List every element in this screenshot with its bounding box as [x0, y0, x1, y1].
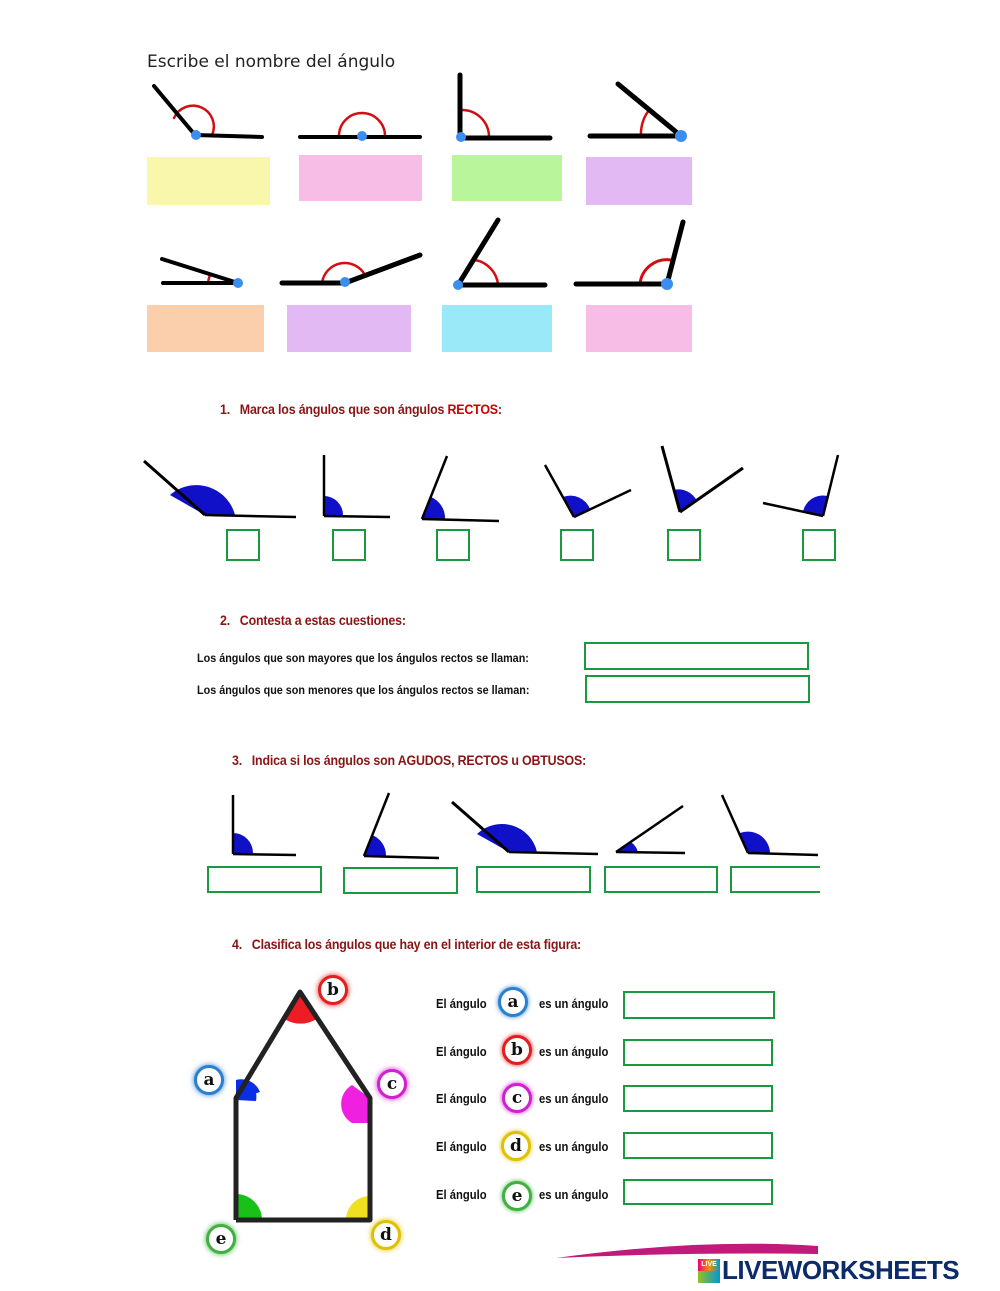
- section4-text: Clasifica los ángulos que hay en el inte…: [251, 937, 582, 952]
- row-c-answer[interactable]: [623, 1085, 773, 1112]
- section1-colon: :: [497, 402, 502, 417]
- row-a-letter: a: [498, 987, 528, 1017]
- angle-type-answer-3[interactable]: [476, 866, 591, 893]
- top-angle-8: [573, 219, 686, 290]
- angle-type-answer-4[interactable]: [604, 866, 718, 893]
- row-e-suffix: es un ángulo: [539, 1188, 609, 1202]
- row-d-letter: d: [501, 1131, 531, 1161]
- section1-text: Marca los ángulos que son ángulos: [239, 402, 448, 417]
- figure-label-b: b: [318, 975, 348, 1005]
- section4-heading: 4. Clasifica los ángulos que hay en el i…: [232, 937, 581, 952]
- right-angle-checkbox-4[interactable]: [560, 529, 594, 561]
- s3-angle-1: [231, 795, 297, 857]
- top-angle-4: [587, 81, 687, 142]
- answer-box-4[interactable]: [586, 157, 692, 205]
- s1-angle-6: [762, 454, 840, 518]
- row-c-prefix: El ángulo: [436, 1092, 487, 1106]
- figure-label-a: a: [194, 1065, 224, 1095]
- top-angle-1: [152, 84, 264, 140]
- row-c-letter: c: [502, 1083, 532, 1113]
- section2-number: 2.: [220, 613, 230, 628]
- house-figure: [233, 989, 373, 1223]
- liveworksheets-logo: LIVEWORKSHEETS: [722, 1255, 960, 1285]
- worksheet-title: Escribe el nombre del ángulo: [147, 52, 396, 72]
- section3-number: 3.: [232, 753, 242, 768]
- section2-text: Contesta a estas cuestiones:: [239, 613, 406, 628]
- row-e-answer[interactable]: [623, 1179, 773, 1205]
- right-angle-checkbox-5[interactable]: [667, 529, 701, 561]
- question-1: Los ángulos que son mayores que los ángu…: [197, 651, 529, 665]
- row-b-letter: b: [502, 1035, 532, 1065]
- answer-box-1[interactable]: [147, 157, 270, 205]
- answer-box-6[interactable]: [287, 305, 411, 352]
- logo-badge-text: LIVE: [698, 1259, 720, 1271]
- section4-number: 4.: [232, 937, 242, 952]
- s3-angle-2: [362, 792, 440, 860]
- angle-type-answer-2[interactable]: [343, 867, 458, 894]
- right-angle-checkbox-1[interactable]: [226, 529, 260, 561]
- section1-heading: 1. Marca los ángulos que son ángulos REC…: [220, 402, 502, 417]
- row-e-letter: e: [502, 1181, 532, 1211]
- right-angle-checkbox-6[interactable]: [802, 529, 836, 561]
- answer-box-3[interactable]: [452, 155, 562, 201]
- question-1-answer[interactable]: [584, 642, 809, 670]
- logo-badge: LIVE: [698, 1259, 720, 1283]
- row-e-prefix: El ángulo: [436, 1188, 487, 1202]
- row-a-suffix: es un ángulo: [539, 997, 609, 1011]
- logo-swoosh: [556, 1243, 818, 1258]
- s3-angle-5: [720, 794, 819, 857]
- row-b-prefix: El ángulo: [436, 1045, 487, 1059]
- section3-text: Indica si los ángulos son AGUDOS, RECTOS…: [251, 753, 587, 768]
- section3-heading: 3. Indica si los ángulos son AGUDOS, REC…: [232, 753, 586, 768]
- s3-angle-3: [451, 800, 599, 856]
- row-d-answer[interactable]: [623, 1132, 773, 1159]
- angle-type-answer-1[interactable]: [207, 866, 322, 893]
- question-2-answer[interactable]: [585, 675, 810, 703]
- answer-box-5[interactable]: [147, 305, 264, 352]
- section1-highlight: RECTOS: [447, 402, 498, 417]
- answer-box-2[interactable]: [299, 155, 422, 201]
- section2-heading: 2. Contesta a estas cuestiones:: [220, 613, 406, 628]
- row-b-answer[interactable]: [623, 1039, 773, 1066]
- right-angle-checkbox-2[interactable]: [332, 529, 366, 561]
- top-angle-6: [279, 252, 423, 287]
- figure-label-d: d: [371, 1220, 401, 1250]
- row-a-answer[interactable]: [623, 991, 775, 1019]
- answer-box-8[interactable]: [586, 305, 692, 352]
- right-angle-checkbox-3[interactable]: [436, 529, 470, 561]
- s1-angle-4: [543, 464, 632, 519]
- s1-angle-1: [143, 459, 297, 519]
- row-b-suffix: es un ángulo: [539, 1045, 609, 1059]
- question-2: Los ángulos que son menores que los ángu…: [197, 683, 530, 697]
- top-angle-2: [298, 111, 422, 141]
- top-angle-3: [456, 72, 553, 142]
- s3-angle-4: [615, 804, 686, 855]
- angle-type-answer-5[interactable]: [730, 866, 820, 893]
- row-c-suffix: es un ángulo: [539, 1092, 609, 1106]
- figure-label-c: c: [377, 1069, 407, 1099]
- top-angle-5: [160, 257, 243, 288]
- row-d-suffix: es un ángulo: [539, 1140, 609, 1154]
- section1-number: 1.: [220, 402, 230, 417]
- s1-angle-3: [420, 455, 500, 523]
- answer-box-7[interactable]: [442, 305, 552, 352]
- row-d-prefix: El ángulo: [436, 1140, 487, 1154]
- top-angle-7: [453, 217, 548, 290]
- figure-label-e: e: [206, 1224, 236, 1254]
- s1-angle-5: [660, 445, 744, 514]
- s1-angle-2: [322, 455, 391, 519]
- row-a-prefix: El ángulo: [436, 997, 487, 1011]
